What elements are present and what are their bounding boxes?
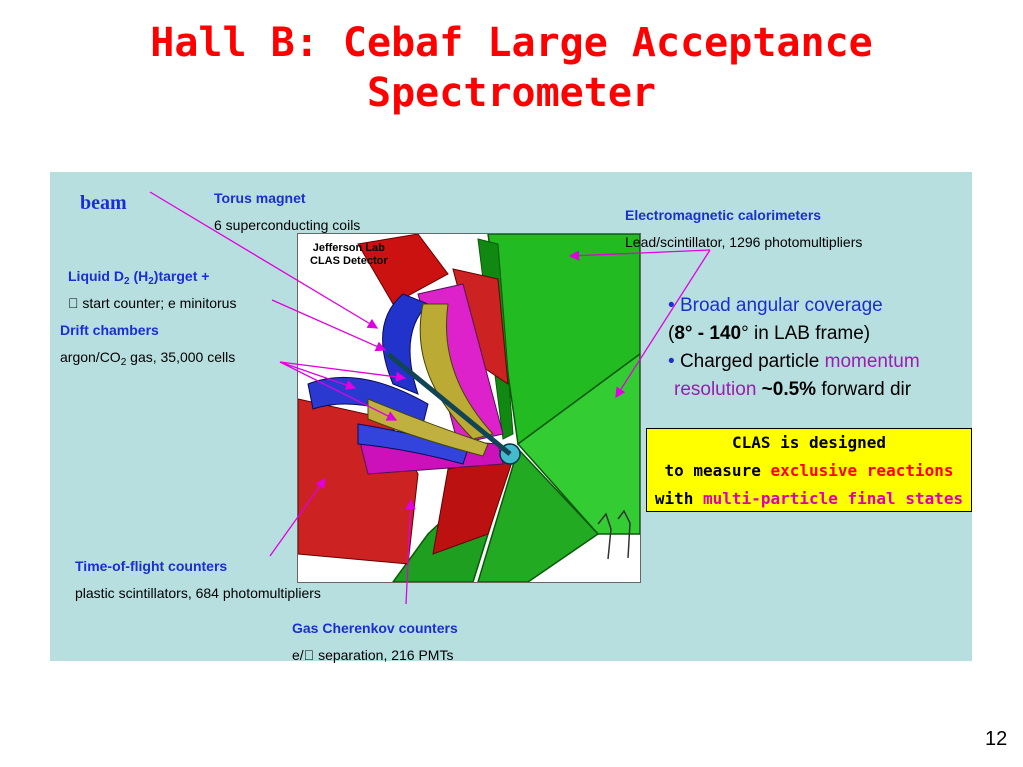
target-title: Liquid D2 (H2)target + bbox=[68, 268, 209, 287]
bullet-resolution: resolution ~0.5% forward dir bbox=[668, 376, 920, 404]
target-title-c: )target + bbox=[153, 268, 210, 284]
bullet-momentum-hl: momentum bbox=[824, 351, 920, 372]
drift-desc-a: argon/CO bbox=[60, 349, 121, 365]
angle-max: 140 bbox=[709, 323, 742, 344]
arrow-beam bbox=[149, 191, 379, 329]
bullet-momentum-text: Charged particle bbox=[679, 351, 825, 372]
beam-line bbox=[386, 352, 512, 456]
callout-line2-b: exclusive reactions bbox=[770, 461, 954, 480]
angle-deg: ° bbox=[741, 323, 749, 344]
target-title-b: (H bbox=[129, 268, 149, 284]
arrow-target bbox=[271, 299, 387, 352]
bullet-coverage: • Broad angular coverage bbox=[668, 292, 920, 320]
target-sub-b: 2 bbox=[148, 276, 154, 287]
bullet-marker-1: • bbox=[668, 295, 680, 316]
arrow-drift-1 bbox=[279, 361, 357, 390]
arrow-em-1 bbox=[568, 249, 711, 261]
drift-desc-b: gas, 35,000 cells bbox=[126, 349, 236, 365]
callout-line1: CLAS is designed bbox=[731, 433, 887, 452]
tof-title: Time-of-flight counters bbox=[75, 558, 228, 574]
figure-caption-line1: Jefferson Lab bbox=[312, 242, 385, 254]
tof-panel-top bbox=[357, 233, 449, 305]
clas-detector-figure: Jefferson Lab CLAS Detector bbox=[297, 233, 641, 583]
slide-title-line1: Hall B: Cebaf Large Acceptance bbox=[150, 20, 873, 66]
slide-title-line2: Spectrometer bbox=[367, 70, 656, 116]
callout-line2: to measure exclusive reactions bbox=[647, 457, 971, 485]
torus-magnet-coil bbox=[419, 303, 494, 440]
callout-line3-b: multi-particle final states bbox=[703, 489, 964, 508]
bullet-resolution-value: ~0.5% bbox=[756, 379, 817, 400]
figure-caption: Jefferson Lab CLAS Detector bbox=[310, 242, 388, 268]
angles-open: ( bbox=[668, 323, 675, 344]
callout-line3-a: with bbox=[654, 489, 704, 508]
angle-sep: ° - bbox=[684, 323, 710, 344]
beam-label: beam bbox=[80, 192, 127, 214]
bullet-marker-2: • bbox=[668, 351, 680, 372]
page-number: 12 bbox=[985, 728, 1008, 750]
torus-magnet-desc: 6 superconducting coils bbox=[214, 217, 361, 233]
cherenkov-desc: e/ separation, 216 PMTs bbox=[292, 647, 453, 663]
bullet-resolution-rest: forward dir bbox=[816, 379, 912, 400]
em-calorimeter-desc: Lead/scintillator, 1296 photomultipliers bbox=[625, 234, 863, 250]
target-sub-a: 2 bbox=[124, 276, 130, 287]
angle-min: 8 bbox=[674, 323, 685, 344]
drift-chambers-title: Drift chambers bbox=[60, 322, 159, 338]
figure-caption-line2: CLAS Detector bbox=[310, 255, 388, 267]
callout-line2-a: to measure bbox=[664, 461, 771, 480]
torus-magnet-lower bbox=[367, 398, 489, 457]
human-scale-figures bbox=[597, 509, 631, 560]
bullet-momentum: • Charged particle momentum bbox=[668, 348, 920, 376]
bullet-coverage-text: Broad angular coverage bbox=[679, 295, 883, 316]
cherenkov-title: Gas Cherenkov counters bbox=[292, 620, 458, 636]
clas-callout-box: CLAS is designed to measure exclusive re… bbox=[646, 428, 972, 512]
tof-desc: plastic scintillators, 684 photomultipli… bbox=[75, 585, 321, 601]
target-title-a: Liquid D bbox=[68, 268, 124, 284]
angles-rest: in LAB frame) bbox=[748, 323, 871, 344]
feature-bullets: • Broad angular coverage (8° - 140° in L… bbox=[668, 292, 920, 404]
target-desc:  start counter; e minitorus bbox=[68, 295, 236, 311]
drift-chamber-coil-1 bbox=[382, 293, 429, 395]
arrow-tof bbox=[269, 477, 326, 557]
bullet-angles: (8° - 140° in LAB frame) bbox=[668, 320, 920, 348]
em-calorimeter-title: Electromagnetic calorimeters bbox=[625, 207, 822, 223]
slide-title: Hall B: Cebaf Large Acceptance Spectrome… bbox=[0, 18, 1023, 118]
arrow-drift-2 bbox=[279, 361, 407, 383]
callout-line3: with multi-particle final states bbox=[647, 485, 971, 513]
drift-chambers-desc: argon/CO2 gas, 35,000 cells bbox=[60, 349, 235, 368]
drift-sub: 2 bbox=[120, 357, 127, 368]
drift-chamber-coil-3 bbox=[357, 423, 469, 465]
torus-magnet-title: Torus magnet bbox=[214, 190, 306, 206]
arrow-em-2 bbox=[615, 249, 711, 399]
arrow-drift-3 bbox=[279, 361, 398, 421]
bullet-resolution-hl: resolution bbox=[674, 379, 757, 400]
arrow-cherenkov bbox=[405, 498, 416, 605]
